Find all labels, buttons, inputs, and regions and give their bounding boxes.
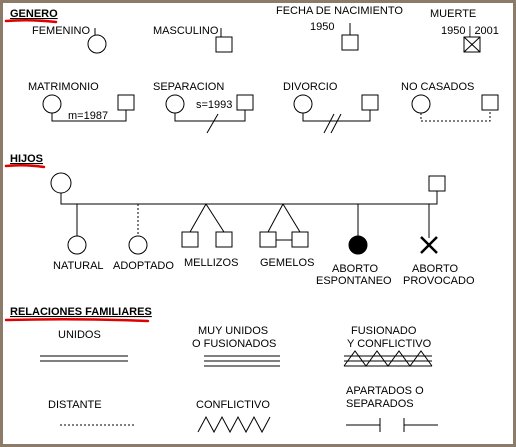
aborto-provocado-x-2 (420, 236, 438, 254)
section-relaciones-title: RELACIONES FAMILIARES (10, 306, 152, 318)
separacion-male (236, 94, 254, 111)
no-casados-female (411, 94, 431, 114)
aborto-espontaneo-symbol (348, 235, 368, 255)
gemelos-line-2 (282, 203, 301, 233)
section-genero-title: GENERO (10, 8, 58, 20)
label-fecha-nacimiento: FECHA DE NACIMIENTO (276, 5, 403, 17)
label-mellizos: MELLIZOS (184, 257, 238, 269)
divorcio-line (302, 110, 371, 122)
no-casados-line (420, 110, 491, 122)
label-muy-unidos-2: O FUSIONADOS (192, 338, 276, 350)
muerte-cross-2 (463, 36, 481, 53)
mellizo-1 (181, 231, 199, 248)
gemelo-1 (259, 231, 277, 248)
section-hijos-title: HIJOS (10, 153, 43, 165)
masculino-symbol (215, 36, 233, 53)
label-natural: NATURAL (53, 260, 104, 272)
label-gemelos: GEMELOS (260, 257, 314, 269)
gemelo-2 (291, 231, 309, 248)
conflictivo-zigzag (197, 415, 271, 434)
natural-symbol (67, 235, 87, 255)
matrimonio-male (117, 94, 135, 111)
label-adoptado: ADOPTADO (113, 260, 174, 272)
femenino-symbol (87, 34, 107, 54)
label-fusionado-1: FUSIONADO (351, 325, 417, 337)
matrimonio-line (51, 110, 127, 122)
fusionado-zigzag (343, 350, 433, 367)
divorcio-slash-2 (330, 113, 342, 134)
divorcio-slash-1 (323, 113, 335, 134)
mellizos-line-2 (205, 203, 225, 233)
label-muerte: MUERTE (430, 8, 476, 20)
separacion-female (165, 94, 185, 114)
no-casados-male (481, 94, 499, 111)
label-no-casados: NO CASADOS (401, 81, 474, 93)
nacimiento-symbol (341, 34, 359, 51)
matrimonio-female (42, 94, 62, 114)
mellizos-line-1 (189, 203, 207, 233)
divorcio-male (361, 94, 379, 111)
label-apartados-2: SEPARADOS (346, 398, 414, 410)
adoptado-symbol (128, 235, 148, 255)
label-apartados-1: APARTADOS O (346, 385, 424, 397)
separacion-line (174, 110, 246, 122)
divorcio-female (293, 94, 313, 114)
label-unidos: UNIDOS (58, 329, 101, 341)
label-muy-unidos-1: MUY UNIDOS (198, 325, 268, 337)
parent-male (428, 175, 446, 192)
birth-year: 1950 (310, 21, 334, 33)
label-masculino: MASCULINO (153, 25, 219, 37)
label-divorcio: DIVORCIO (283, 81, 338, 93)
label-aborto-espontaneo-1: ABORTO (332, 263, 378, 275)
label-aborto-provocado-2: PROVOCADO (403, 275, 475, 287)
genero-underline (4, 18, 58, 24)
relaciones-underline (4, 317, 150, 323)
death-years: 1950 | 2001 (441, 25, 499, 37)
label-femenino: FEMENINO (32, 25, 91, 37)
hijos-underline (4, 163, 46, 169)
separacion-fecha: s=1993 (196, 99, 232, 111)
label-fusionado-2: Y CONFLICTIVO (347, 338, 432, 350)
label-aborto-provocado-1: ABORTO (412, 263, 458, 275)
parents-line (60, 191, 438, 205)
label-aborto-espontaneo-2: ESPONTANEO (316, 275, 392, 287)
separacion-slash (206, 113, 219, 134)
label-separacion: SEPARACION (153, 81, 224, 93)
gemelos-line-1 (267, 203, 284, 233)
label-matrimonio: MATRIMONIO (28, 81, 99, 93)
mellizo-2 (215, 231, 233, 248)
label-distante: DISTANTE (48, 399, 102, 411)
parent-female (50, 172, 72, 194)
matrimonio-fecha: m=1987 (68, 110, 108, 122)
label-conflictivo: CONFLICTIVO (196, 399, 270, 411)
